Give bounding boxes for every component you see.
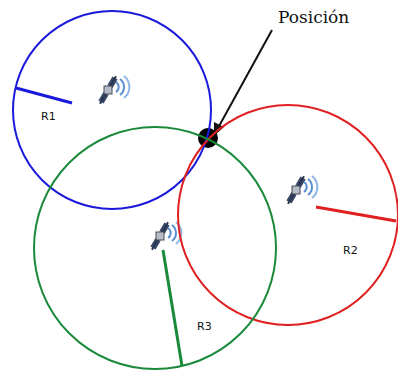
radius-label: R3 (196, 320, 213, 333)
circle-outline (13, 11, 211, 209)
satellite-icon (150, 222, 181, 250)
radius-line (163, 250, 182, 366)
radius-label: R1 (40, 110, 57, 123)
range-circle: R2 (177, 104, 398, 326)
radius-line (316, 207, 396, 221)
radius-line (16, 88, 72, 103)
range-circle: R3 (33, 126, 277, 370)
radius-label: R2 (342, 244, 359, 257)
satellite-icon (286, 176, 317, 204)
circle-outline (34, 127, 276, 369)
circle-outline (177, 104, 398, 326)
range-circle: R1 (12, 10, 212, 210)
callout-label: Posición (278, 8, 349, 27)
circle-outline (33, 126, 277, 370)
circle-outline (178, 105, 398, 325)
satellite-icon (98, 76, 129, 104)
